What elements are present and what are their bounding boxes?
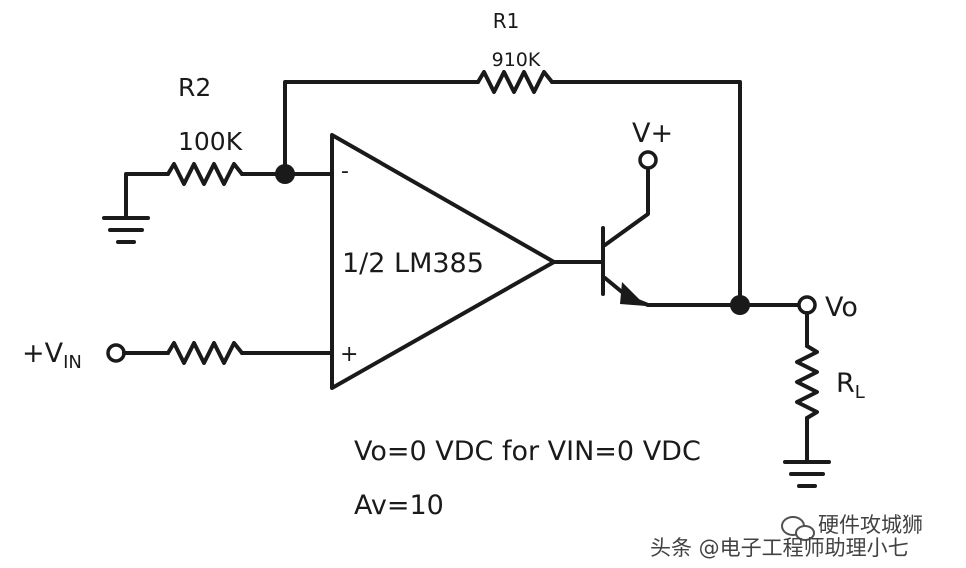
npn-transistor — [601, 162, 650, 307]
rl-label-main: R — [836, 368, 855, 399]
rl-resistor — [795, 344, 819, 420]
vin-label: +VIN — [22, 338, 82, 373]
emitter-arrow — [620, 282, 646, 306]
vplus-terminal — [638, 150, 658, 170]
noninverting-input-sign: + — [340, 342, 358, 367]
r1-value-label: 910K — [492, 49, 541, 71]
wechat-logo-icon — [781, 516, 815, 541]
input-resistor — [166, 341, 244, 365]
rl-label: RL — [836, 368, 865, 403]
vo-label: Vo — [825, 292, 858, 323]
vin-label-main: +V — [22, 338, 64, 369]
r1-name-label: R1 — [493, 9, 520, 33]
rl-label-subscript: L — [855, 382, 865, 403]
inverting-input-sign: - — [341, 159, 349, 184]
r2-value-label: 100K — [178, 127, 243, 156]
r2-resistor — [166, 162, 244, 186]
vo-terminal — [797, 295, 817, 315]
gain-text: Av=10 — [354, 490, 444, 521]
r1-resistor — [476, 70, 554, 94]
junction-node-inverting — [275, 164, 295, 184]
watermark-text-2: 头条 @电子工程师助理小七 — [650, 536, 909, 560]
r2-ground-wire — [124, 172, 170, 220]
r2-name-label: R2 — [178, 73, 211, 102]
watermark-text-1: 硬件攻城狮 — [818, 513, 923, 537]
ground-symbol-left — [102, 216, 150, 244]
feedback-wire-right — [550, 80, 742, 307]
feedback-wire-left — [283, 80, 480, 176]
condition-text: Vo=0 VDC for VIN=0 VDC — [354, 436, 701, 467]
opamp-triangle — [330, 133, 556, 390]
ground-symbol-right — [783, 460, 831, 488]
opamp-label: 1/2 LM385 — [342, 248, 484, 279]
vin-label-subscript: IN — [63, 352, 82, 373]
vin-terminal — [106, 343, 126, 363]
vplus-label: V+ — [632, 118, 673, 149]
watermark: 硬件攻城狮 头条 @电子工程师助理小七 — [650, 513, 923, 560]
